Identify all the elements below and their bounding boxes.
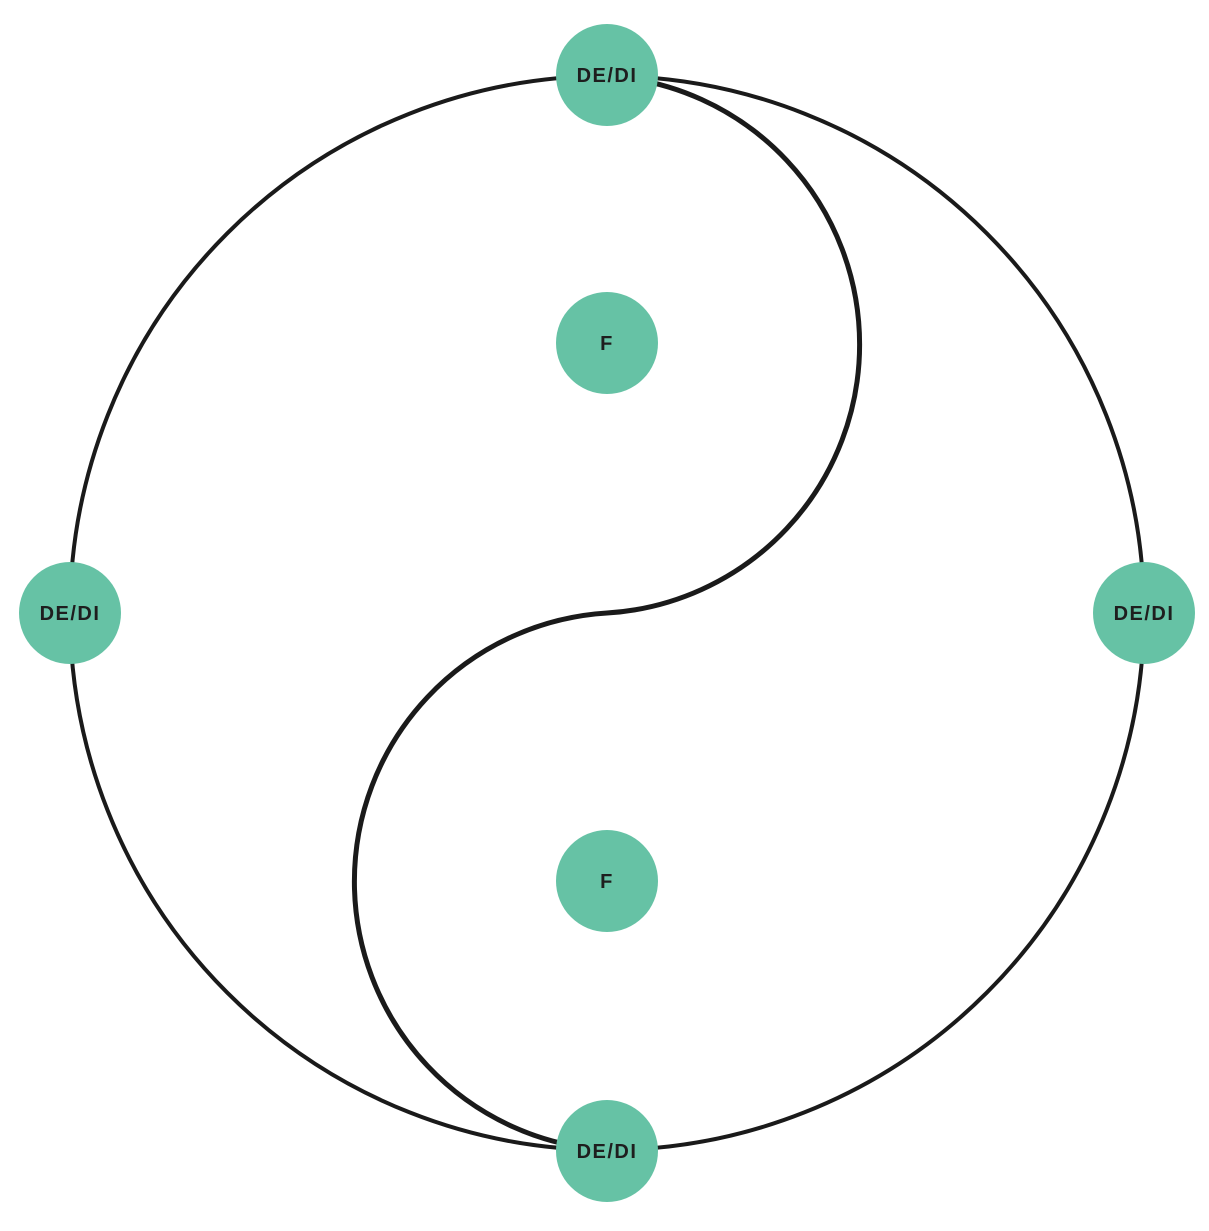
node-right[interactable]: DE/DI	[1093, 562, 1195, 664]
node-right-label: DE/DI	[1114, 603, 1175, 625]
node-top-label: DE/DI	[577, 65, 638, 87]
node-inner-top[interactable]: F	[556, 292, 658, 394]
node-bottom-label: DE/DI	[577, 1141, 638, 1163]
node-inner-bottom[interactable]: F	[556, 830, 658, 932]
node-left[interactable]: DE/DI	[19, 562, 121, 664]
node-inner-top-label: F	[600, 333, 614, 355]
node-top[interactable]: DE/DI	[556, 24, 658, 126]
s-curve-divider	[351, 73, 863, 1153]
node-inner-bottom-label: F	[600, 871, 614, 893]
node-left-label: DE/DI	[40, 603, 101, 625]
node-bottom[interactable]: DE/DI	[556, 1100, 658, 1202]
